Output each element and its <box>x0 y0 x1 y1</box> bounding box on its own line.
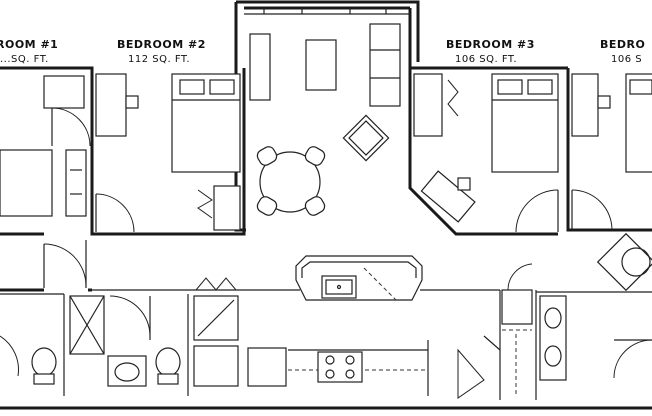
armchair <box>342 114 390 162</box>
door-swing <box>613 339 652 379</box>
door-swing <box>515 189 559 233</box>
kitchen-counter <box>247 340 429 396</box>
water-heater-tank <box>621 247 651 277</box>
pillow <box>179 79 205 95</box>
room-1-title: ROOM #1 <box>0 38 58 51</box>
sink-basin <box>544 345 562 367</box>
sink-basin <box>544 307 562 329</box>
dining-table <box>259 151 321 213</box>
desk <box>413 73 443 137</box>
tv-console <box>249 33 271 101</box>
chair <box>597 95 611 109</box>
laundry-closet <box>193 277 239 387</box>
bedroom-2 <box>95 73 241 233</box>
bathroom-1 <box>0 293 189 396</box>
toilet-tank <box>33 373 55 385</box>
bedroom-3-area: 106 SQ. FT. <box>455 54 517 65</box>
door-swing <box>95 193 135 233</box>
dining-chair <box>256 196 278 216</box>
kitchen-island <box>295 255 423 301</box>
door-swing <box>507 263 533 291</box>
bedroom-4-area: 106 S <box>611 54 642 65</box>
toilet-tank <box>157 373 179 385</box>
room-1 <box>0 75 91 217</box>
pillow <box>527 79 553 95</box>
toilet <box>155 347 181 377</box>
bedroom-4-title: BEDRO <box>600 38 645 51</box>
door-swing <box>571 189 613 231</box>
dresser <box>213 185 241 231</box>
bifold-door <box>215 277 237 291</box>
refrigerator <box>247 347 287 387</box>
sink <box>321 275 357 299</box>
sofa <box>369 23 401 107</box>
toilet <box>31 347 57 377</box>
windows <box>244 8 410 15</box>
coffee-table <box>305 39 337 91</box>
closet-door <box>197 189 213 219</box>
entry-door-swing <box>43 243 87 287</box>
door-swing <box>0 335 19 377</box>
closet <box>501 289 533 325</box>
angled-desk <box>420 170 476 223</box>
hallway <box>43 240 500 291</box>
door-swing <box>51 107 91 147</box>
chair <box>125 95 139 109</box>
closet-door <box>447 79 459 117</box>
desk <box>43 75 85 109</box>
dresser <box>65 149 87 217</box>
bifold-door <box>195 277 217 291</box>
bed <box>0 149 53 217</box>
range <box>317 351 363 383</box>
pillow <box>629 79 652 95</box>
room-1-area: ...SQ. FT. <box>0 54 49 65</box>
sink-basin <box>114 362 140 382</box>
pillow <box>497 79 523 95</box>
water-heater <box>596 232 652 292</box>
dining-chair <box>256 146 278 166</box>
bedroom-3 <box>413 73 559 233</box>
living-room <box>249 23 401 216</box>
bedroom-2-area: 112 SQ. FT. <box>128 54 190 65</box>
desk <box>95 73 127 137</box>
bedroom-4 <box>571 73 652 231</box>
dining-chair <box>304 146 326 166</box>
dining-chair <box>304 196 326 216</box>
bedroom-3-title: BEDROOM #3 <box>446 38 535 51</box>
chair <box>457 177 471 191</box>
desk <box>571 73 599 137</box>
bathroom-2 <box>457 232 652 400</box>
door-swing <box>109 295 151 337</box>
pillow <box>209 79 235 95</box>
dryer <box>193 345 239 387</box>
pantry-door <box>457 348 485 399</box>
bedroom-2-title: BEDROOM #2 <box>117 38 206 51</box>
